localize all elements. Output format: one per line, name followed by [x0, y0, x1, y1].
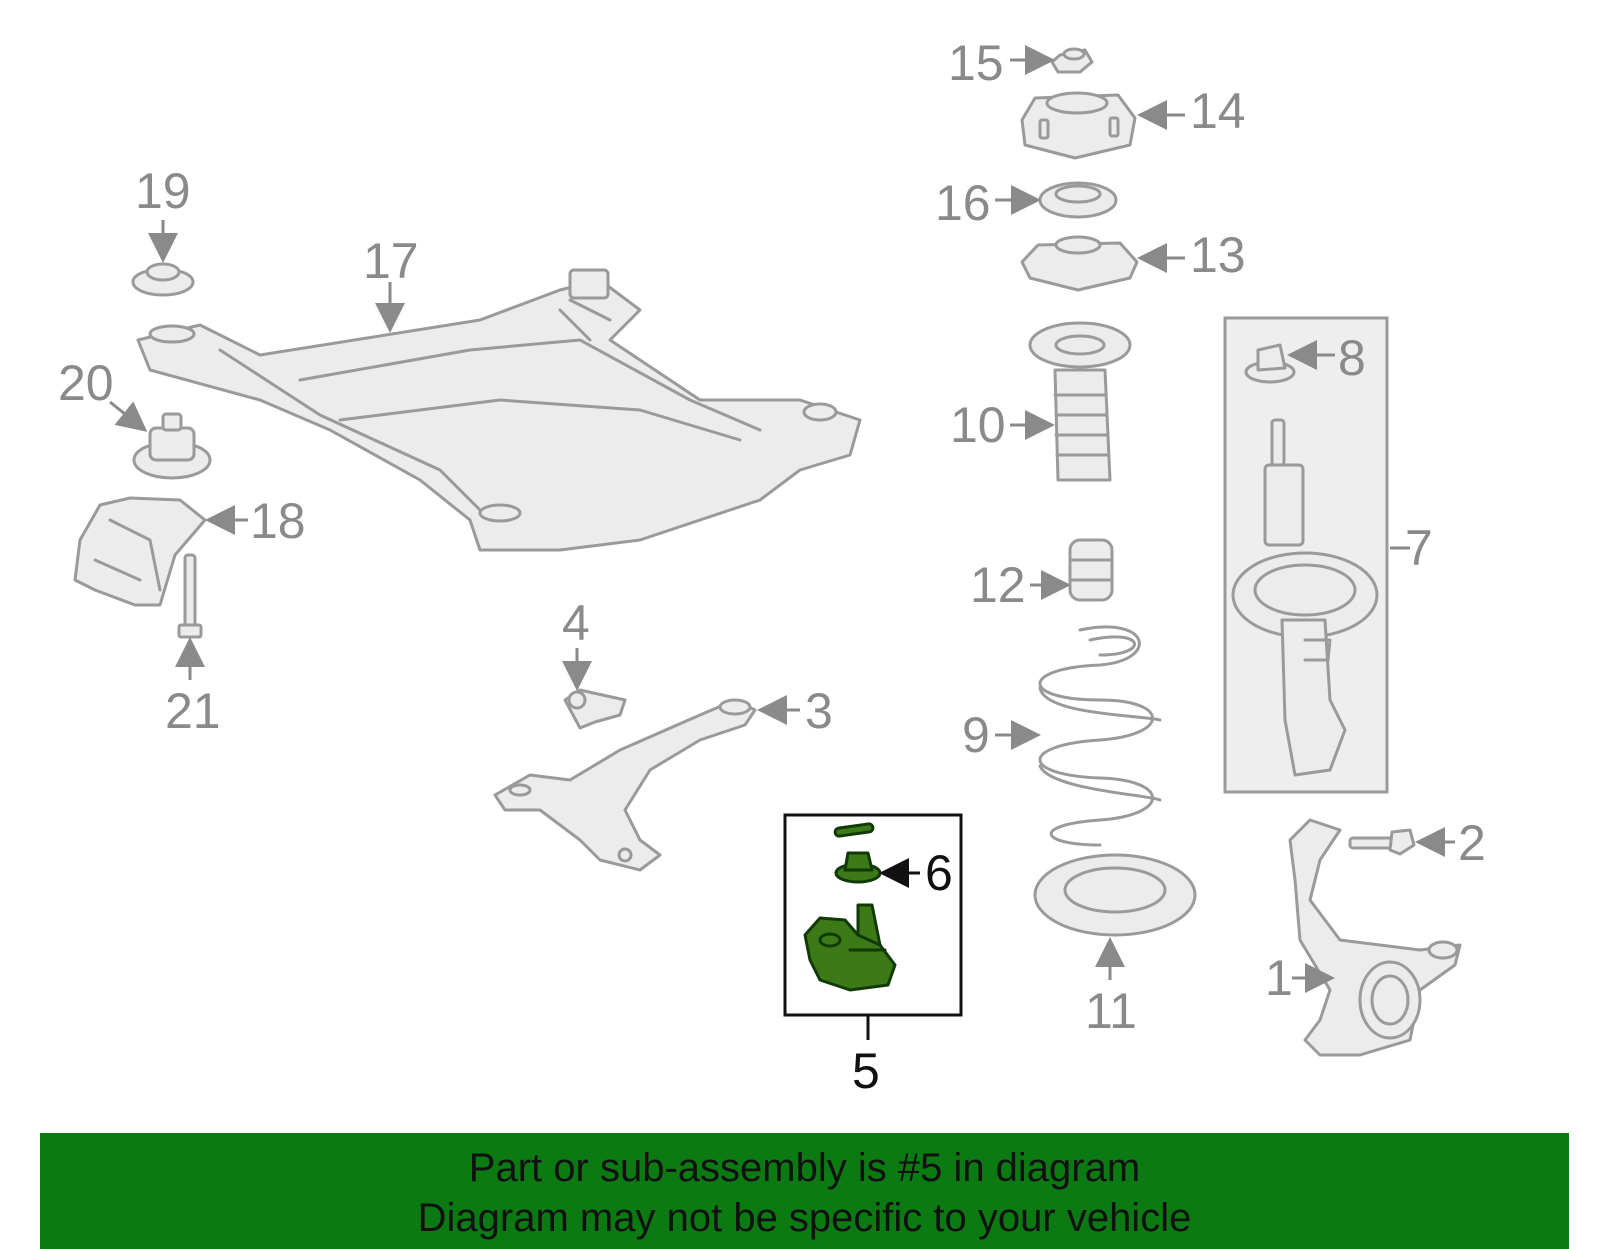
- callout-5: 5: [852, 1043, 880, 1099]
- callout-7: 7: [1405, 520, 1433, 576]
- callout-1: 1: [1265, 950, 1293, 1006]
- callout-16: 16: [935, 175, 991, 231]
- part-13-spring-seat[interactable]: [1020, 235, 1139, 292]
- callout-8: 8: [1338, 330, 1366, 386]
- callout-9: 9: [962, 707, 990, 763]
- callout-11: 11: [1085, 983, 1137, 1039]
- callout-2: 2: [1458, 815, 1486, 871]
- part-16-bearing[interactable]: [1038, 181, 1118, 219]
- part-7-strut[interactable]: [1231, 418, 1379, 777]
- part-20-cushion[interactable]: [132, 412, 212, 480]
- callout-17: 17: [363, 233, 419, 289]
- part-5-ball-joint[interactable]: [803, 903, 897, 992]
- part-9-coil-spring[interactable]: [1038, 625, 1162, 847]
- part-15-nut[interactable]: [1050, 47, 1094, 74]
- callout-15: 15: [948, 35, 1004, 91]
- callout-18: 18: [250, 493, 306, 549]
- part-21-bolt[interactable]: [177, 553, 203, 639]
- callout-3: 3: [805, 683, 833, 739]
- part-17-crossmember[interactable]: [136, 268, 862, 552]
- callout-6: 6: [925, 845, 953, 901]
- part-11-insulator[interactable]: [1033, 853, 1197, 937]
- banner-line-1: Part or sub-assembly is #5 in diagram: [468, 1146, 1141, 1190]
- callout-13: 13: [1190, 227, 1246, 283]
- callout-14: 14: [1190, 83, 1246, 139]
- part-12-bumper[interactable]: [1068, 538, 1114, 602]
- banner-line-2: Diagram may not be specific to your vehi…: [417, 1196, 1192, 1240]
- callout-21: 21: [165, 683, 221, 739]
- part-3-lower-arm[interactable]: [493, 698, 757, 872]
- part-14-support[interactable]: [1020, 91, 1137, 160]
- callout-20: 20: [58, 355, 114, 411]
- part-8-nut[interactable]: [1244, 343, 1296, 384]
- part-6-cotter-pin[interactable]: [833, 822, 875, 838]
- part-18-bracket[interactable]: [73, 496, 207, 607]
- part-4-bushing[interactable]: [563, 688, 627, 730]
- callout-4: 4: [562, 595, 590, 651]
- callout-arrows: [109, 45, 1455, 1040]
- callout-19: 19: [135, 163, 191, 219]
- callout-10: 10: [950, 397, 1006, 453]
- part-1-knuckle[interactable]: [1288, 818, 1462, 1057]
- callout-labels: 15 14 16 13 10 12 9 11 8 7 2 1 3 4 17 19…: [58, 35, 1486, 1099]
- part-10-boot[interactable]: [1028, 321, 1132, 482]
- part-2-bolt[interactable]: [1348, 828, 1416, 856]
- callout-12: 12: [970, 557, 1026, 613]
- part-19-cushion[interactable]: [131, 262, 195, 297]
- info-banner: Part or sub-assembly is #5 in diagram Di…: [40, 1133, 1569, 1249]
